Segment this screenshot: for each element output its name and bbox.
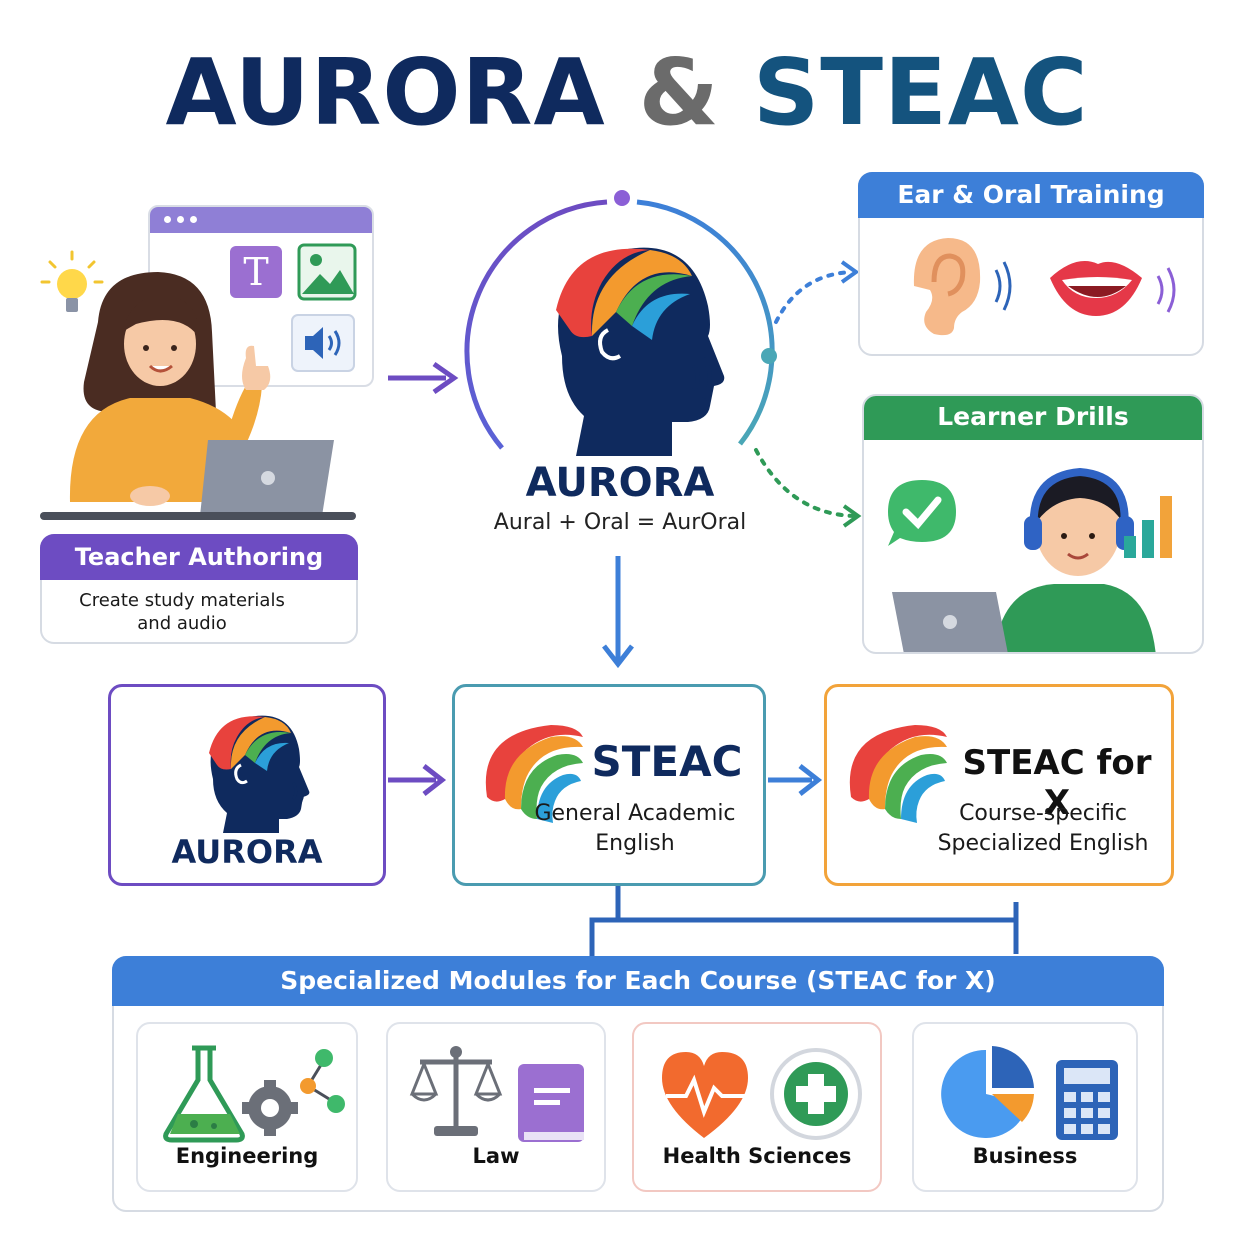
steacx-logo-icon [849,725,947,823]
module-engineering[interactable]: Engineering [136,1022,358,1192]
modules-title: Specialized Modules for Each Course (STE… [112,956,1164,1006]
desk [40,512,356,520]
aurora-center-tagline: Aural + Oral = AurOral [493,510,747,535]
module-law-label: Law [472,1144,520,1168]
module-business-label: Business [972,1144,1078,1168]
ear-icon [913,238,1012,336]
module-health-sciences[interactable]: Health Sciences [632,1022,882,1192]
check-bubble-icon [888,480,956,546]
image-tile-icon [297,243,357,301]
teacher-illustration [69,272,334,516]
aurora-flow-label: AURORA [171,833,323,871]
ear-oral-title: Ear & Oral Training [858,172,1204,218]
steac-flow-desc2: English [595,831,675,856]
module-engineering-label: Engineering [175,1144,319,1168]
title-steac: STEAC [752,39,1089,146]
aurora-head-icon [556,247,725,456]
page-title: AURORA & STEAC [0,38,1254,148]
steac-logo-icon [485,725,583,823]
audio-tile-icon [291,314,355,372]
learner-illustration [892,467,1172,652]
teacher-desc-line1: Create study materials [79,590,285,611]
steacx-flow-label: STEAC for X [962,743,1152,823]
arrow-aurora-to-steac [602,556,634,669]
lightbulb-icon [40,250,104,312]
teacher-authoring-label: Teacher Authoring System [40,534,358,617]
teacher-authoring-card: Teacher Authoring System Create study ma… [40,534,358,644]
window-titlebar [150,207,372,233]
steac-flow-desc1: General Academic [534,801,736,826]
steacx-flow-card: STEAC for X Course-specific Specialized … [824,684,1174,886]
dotted-arrows [754,260,862,528]
aurora-flow-card: AURORA [108,684,386,886]
aurora-center-name: AURORA [525,460,715,506]
steac-flow-label: STEAC [591,737,743,786]
module-business[interactable]: Business [912,1022,1138,1192]
learner-drills-title: Learner Drills [864,396,1202,440]
steacx-flow-desc2: Specialized English [937,831,1149,856]
pie-calculator-icon [941,1046,1118,1140]
steac-flow-card: STEAC General Academic English [452,684,766,886]
teacher-desc-line2: and audio [137,613,227,634]
aurora-orbit [464,190,777,450]
steacx-flow-desc1: Course-specific [959,801,1127,826]
connector-bracket [589,886,1019,956]
mouth-icon [1050,261,1176,316]
aurora-small-head-icon [209,715,310,833]
ear-oral-card: Ear & Oral Training [858,172,1204,356]
module-law[interactable]: Law [386,1022,606,1192]
arrow-aurora-to-steac-flow [388,764,447,796]
text-tile-icon: T [230,246,282,298]
title-ampersand: & [638,39,720,146]
arrow-teacher-to-aurora [388,361,459,395]
module-health-sciences-label: Health Sciences [662,1144,852,1168]
flask-gear-icon [163,1045,345,1143]
arrow-steac-to-steacx [768,764,823,796]
heart-cross-icon [662,1048,862,1140]
learner-drills-card: Learner Drills [862,394,1204,654]
scales-book-icon [409,1046,584,1142]
title-aurora: AURORA [165,39,606,146]
